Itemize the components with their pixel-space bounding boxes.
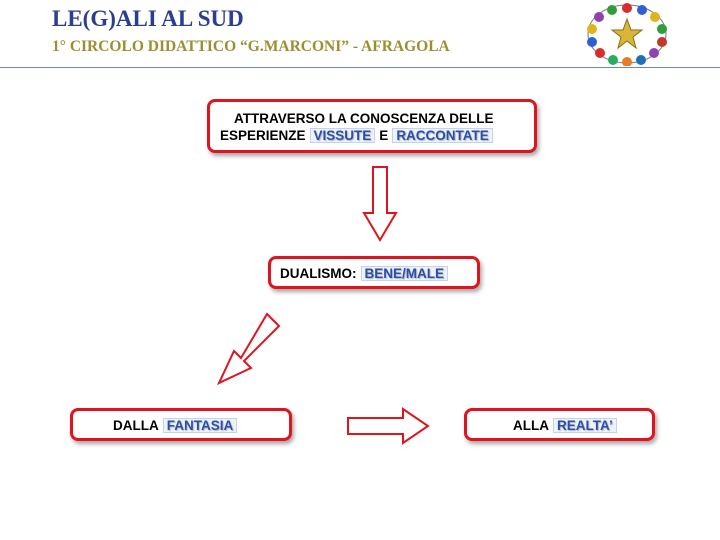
esperienze-label: ESPERIENZE [220, 128, 306, 143]
conjunction-e: E [379, 128, 389, 143]
box-dualismo: DUALISMO:BENE/MALE [268, 256, 480, 289]
dualismo-label: DUALISMO: [280, 266, 357, 281]
box-esperienze-line1: ATTRAVERSO LA CONOSCENZA DELLE [234, 111, 494, 126]
box-esperienze: ATTRAVERSO LA CONOSCENZA DELLE ESPERIENZ… [207, 99, 537, 153]
logo-icon [587, 3, 667, 66]
page-title: LE(G)ALI AL SUD [52, 6, 244, 31]
arrow-down-left-icon [216, 312, 281, 386]
bene-male-highlight: BENE/MALE [360, 266, 449, 281]
raccontate-highlight: RACCONTATE [392, 128, 493, 143]
vissute-highlight: VISSUTE [309, 128, 376, 143]
arrow-down-icon [362, 166, 398, 242]
realta-highlight: REALTA’ [553, 418, 617, 433]
arrow-right-icon [347, 407, 430, 445]
page-subtitle: 1° CIRCOLO DIDATTICO “G.MARCONI” - AFRAG… [52, 38, 450, 55]
fantasia-highlight: FANTASIA [162, 418, 238, 433]
header-divider [0, 67, 720, 68]
dalla-label: DALLA [113, 418, 159, 433]
box-realta: ALLA REALTA’ [464, 408, 655, 441]
alla-label: ALLA [513, 418, 549, 433]
